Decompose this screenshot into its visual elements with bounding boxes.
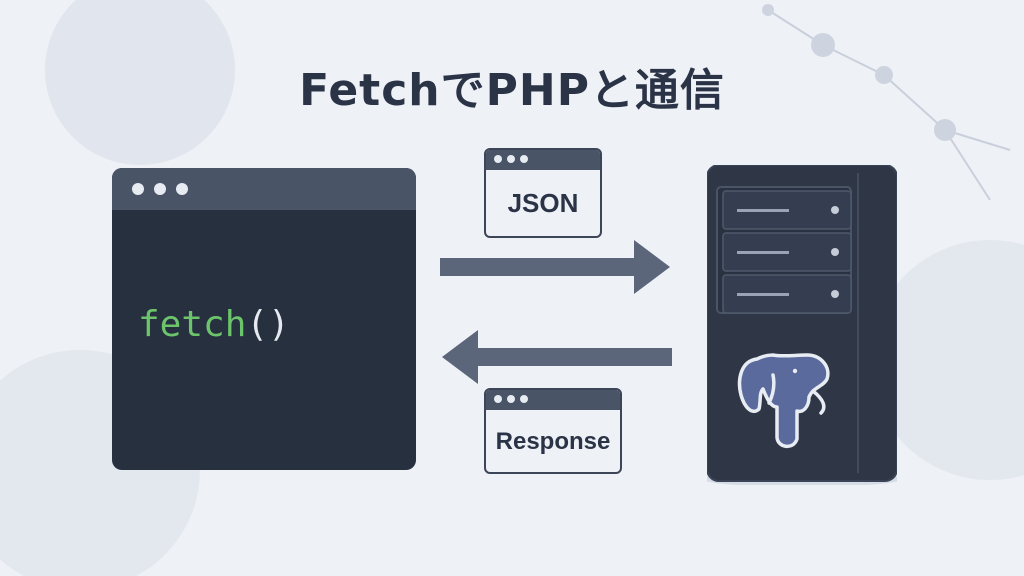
server-icon (707, 165, 897, 485)
arrow-left-icon (442, 330, 672, 384)
code-snippet: fetch() (138, 304, 290, 345)
window-titlebar (112, 168, 416, 210)
arrow-right-icon (440, 240, 670, 294)
code-function-name: fetch (138, 304, 247, 345)
page-title: FetchでPHPと通信 (299, 65, 725, 116)
code-parens: () (246, 304, 290, 345)
json-badge: JSON (484, 148, 602, 238)
window-dot-icon (520, 155, 528, 163)
code-editor-window: fetch() (112, 168, 416, 470)
postgresql-elephant-icon (737, 353, 830, 449)
response-badge: Response (484, 388, 622, 474)
window-dot-icon (494, 155, 502, 163)
window-dot-icon (507, 155, 515, 163)
window-dot-icon (154, 183, 166, 195)
response-label: Response (495, 428, 611, 455)
window-dot-icon (507, 395, 515, 403)
badge-titlebar (486, 390, 620, 410)
badge-titlebar (486, 150, 600, 170)
window-dot-icon (132, 183, 144, 195)
window-dot-icon (520, 395, 528, 403)
server-drive-bays (722, 190, 852, 314)
window-dot-icon (176, 183, 188, 195)
window-dot-icon (494, 395, 502, 403)
json-label: JSON (507, 188, 579, 218)
